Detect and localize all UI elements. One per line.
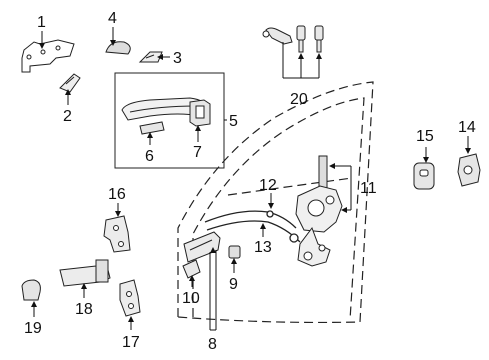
callout-7: 7 [193, 144, 202, 161]
callout-19: 19 [24, 320, 42, 337]
leader-lines [31, 27, 471, 331]
callout-13: 13 [254, 239, 272, 256]
callout-4: 4 [108, 10, 117, 27]
part-17-lower-hinge [119, 279, 141, 317]
callout-14: 14 [458, 119, 476, 136]
callout-9: 9 [229, 276, 238, 293]
callout-6: 6 [145, 148, 154, 165]
callout-15: 15 [416, 128, 434, 145]
part-4-lock-cap [105, 41, 131, 55]
part-2-handle-cap [59, 73, 81, 93]
door-outline [177, 81, 374, 324]
callout-3: 3 [173, 50, 182, 67]
part-1-handle-bracket [21, 39, 75, 73]
part-16-upper-hinge [103, 215, 131, 253]
callout-12: 12 [259, 177, 277, 194]
part-12-13-lock-cables [204, 210, 301, 243]
callout-20: 20 [290, 91, 308, 108]
part-6-handle-pad [139, 121, 165, 135]
callout-8: 8 [208, 336, 217, 353]
callout-2: 2 [63, 108, 72, 125]
part-3-handle-cap [138, 51, 163, 63]
part-15-striker-cover [413, 162, 435, 190]
callout-18: 18 [75, 301, 93, 318]
callout-10: 10 [182, 290, 200, 307]
part-19-check-cover [21, 279, 41, 301]
callout-17: 17 [122, 334, 140, 351]
callout-5: 5 [229, 113, 238, 130]
part-20-keys [262, 25, 324, 53]
callout-labels: 1 2 3 4 5 6 7 8 9 10 11 12 13 14 15 16 1… [24, 10, 476, 353]
part-14-door-striker [457, 153, 481, 187]
callout-11: 11 [360, 180, 377, 197]
part-10-handle-bezel [182, 259, 201, 279]
part-9-handle-cover [228, 245, 241, 259]
callout-1: 1 [37, 14, 46, 31]
part-11-door-lock-assembly [295, 155, 343, 267]
part-8-inside-handle [183, 231, 221, 263]
callout-16: 16 [108, 186, 126, 203]
part-7-handle-cover [189, 99, 211, 127]
part-18-door-check [59, 259, 111, 287]
